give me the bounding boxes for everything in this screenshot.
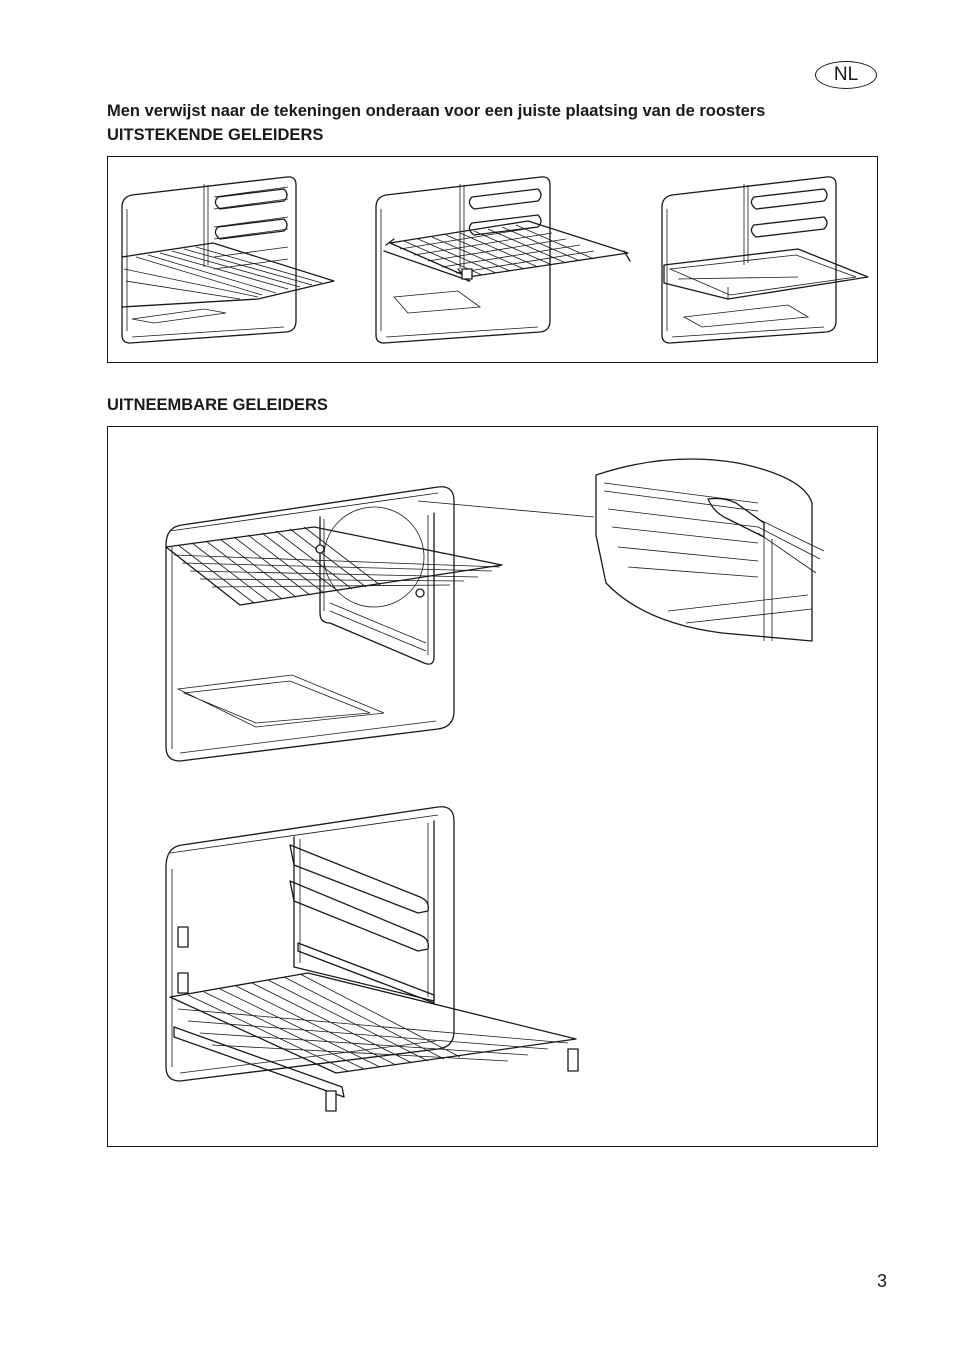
section-heading-removable-guides: UITNEEMBARE GELEIDERS bbox=[107, 396, 328, 414]
oven-illustration-tray bbox=[661, 176, 869, 344]
language-badge: NL bbox=[815, 61, 877, 89]
oven-illustration-removable-rack bbox=[165, 486, 595, 762]
detail-callout-rail bbox=[595, 458, 825, 642]
protruding-guides-illustration-panel bbox=[107, 156, 878, 363]
intro-text: Men verwijst naar de tekeningen onderaan… bbox=[107, 102, 766, 120]
oven-illustration-rack-1 bbox=[121, 176, 335, 344]
page-number: 3 bbox=[877, 1271, 888, 1291]
section-heading-protruding-guides: UITSTEKENDE GELEIDERS bbox=[107, 126, 324, 144]
oven-illustration-telescopic-rails bbox=[165, 806, 579, 1112]
protruding-guides-illustrations bbox=[121, 176, 869, 344]
oven-illustration-rack-2 bbox=[375, 176, 631, 344]
removable-guides-illustrations bbox=[165, 458, 825, 1112]
removable-guides-illustration-panel bbox=[107, 426, 878, 1147]
